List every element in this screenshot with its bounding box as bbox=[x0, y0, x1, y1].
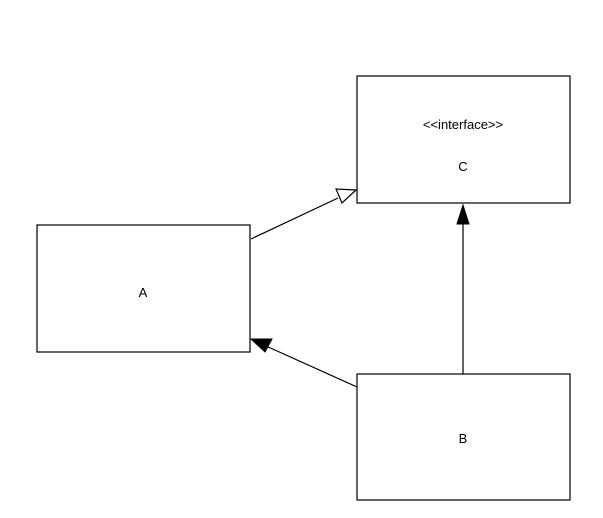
class-a-label: A bbox=[139, 285, 148, 300]
filled-arrowhead-icon bbox=[249, 338, 273, 353]
interface-c-stereotype: <<interface>> bbox=[423, 117, 503, 132]
edge-b-to-a-association[interactable] bbox=[249, 338, 358, 388]
filled-arrowhead-icon bbox=[456, 203, 470, 225]
interface-c-box[interactable]: <<interface>> C bbox=[356, 75, 571, 204]
class-b-label: B bbox=[459, 431, 468, 446]
interface-c-label: C bbox=[458, 159, 467, 174]
class-a-box[interactable]: A bbox=[36, 224, 251, 353]
edge-b-to-c-association[interactable] bbox=[456, 203, 470, 374]
edge-a-to-c-realization[interactable] bbox=[250, 188, 358, 240]
hollow-triangle-arrowhead-icon bbox=[335, 188, 358, 205]
class-b-box[interactable]: B bbox=[356, 373, 571, 501]
